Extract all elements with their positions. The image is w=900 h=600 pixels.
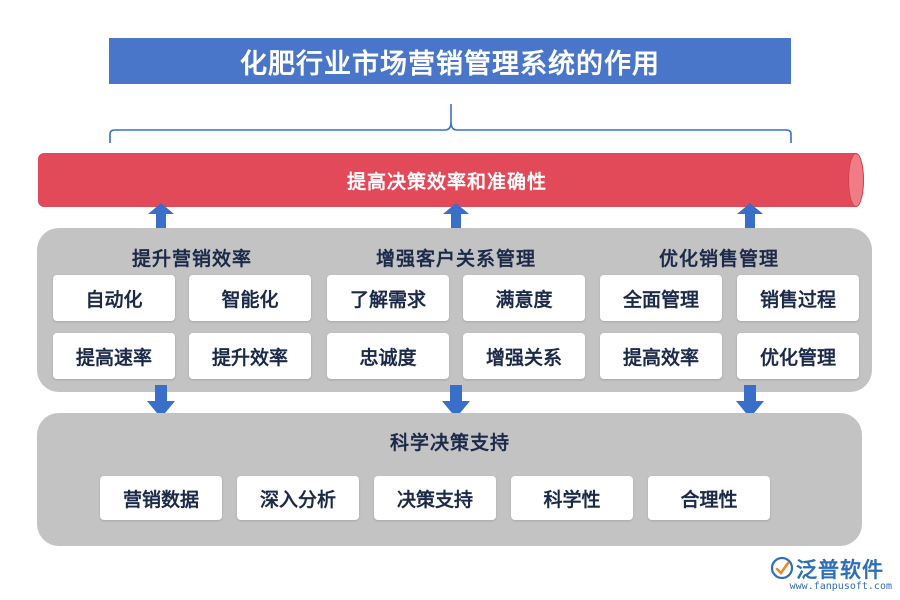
group-title-sales-management: 优化销售管理 <box>658 248 779 270</box>
item-box: 提高速率 <box>53 333 175 379</box>
item-box: 决策支持 <box>374 476 496 520</box>
item-box: 了解需求 <box>327 275 449 321</box>
item-box: 深入分析 <box>237 476 359 520</box>
down-arrow-icon <box>442 385 470 418</box>
item-box: 优化管理 <box>737 333 859 379</box>
benefits-panel <box>37 228 872 392</box>
company-logo: 泛普软件 www.fanpusoft.com <box>770 554 892 596</box>
logo-name: 泛普软件 <box>796 558 884 582</box>
decision-efficiency-bar: 提高决策效率和准确性 <box>38 153 864 207</box>
item-box: 提升效率 <box>189 333 311 379</box>
item-box: 提高效率 <box>600 333 722 379</box>
item-box: 忠诚度 <box>327 333 449 379</box>
item-box: 营销数据 <box>100 476 222 520</box>
item-box: 科学性 <box>511 476 633 520</box>
item-box: 销售过程 <box>737 275 859 321</box>
logo-url: www.fanpusoft.com <box>789 581 892 592</box>
logo-icon <box>770 556 794 580</box>
down-arrow-icon <box>147 385 175 418</box>
page-title: 化肥行业市场营销管理系统的作用 <box>109 38 791 84</box>
item-box: 满意度 <box>463 275 585 321</box>
down-arrow-icon <box>736 385 764 418</box>
bracket-connector <box>109 104 792 143</box>
group-title-marketing-efficiency: 提升营销效率 <box>131 248 252 270</box>
item-box: 合理性 <box>648 476 770 520</box>
item-box: 智能化 <box>189 275 311 321</box>
group-title-customer-relations: 增强客户关系管理 <box>375 248 536 270</box>
item-box: 自动化 <box>53 275 175 321</box>
group-title-decision-support: 科学决策支持 <box>389 432 510 454</box>
item-box: 全面管理 <box>600 275 722 321</box>
decision-efficiency-label: 提高决策效率和准确性 <box>346 170 547 193</box>
item-box: 增强关系 <box>463 333 585 379</box>
